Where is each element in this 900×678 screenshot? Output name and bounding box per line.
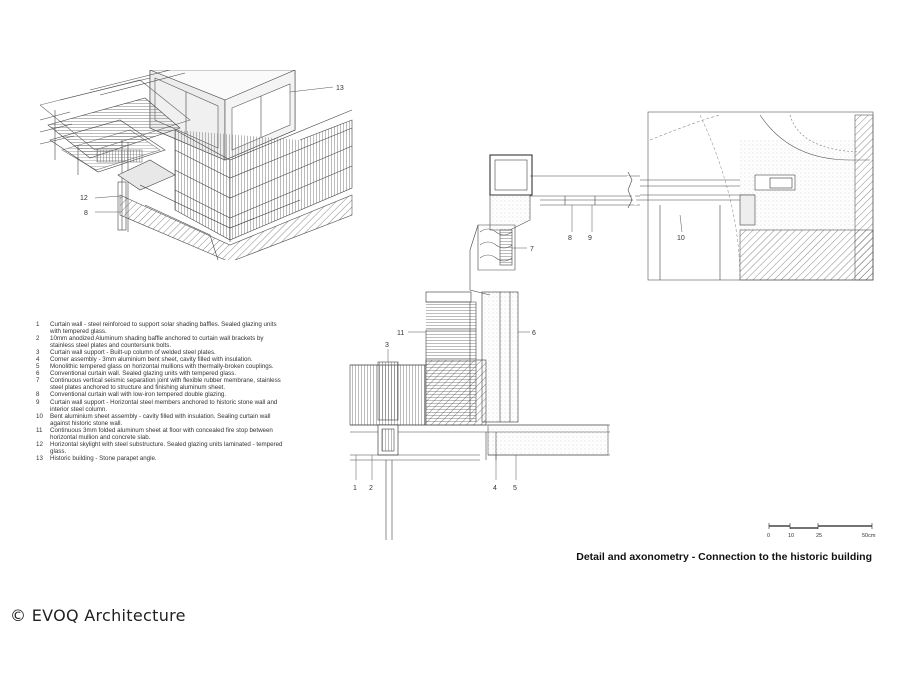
callout-axo-12: 12: [80, 195, 88, 202]
scale-tick-10: 10: [788, 533, 795, 539]
legend-text: 10mm anodized Aluminum shading baffle an…: [50, 335, 264, 350]
legend-text: Horizontal skylight with steel substruct…: [50, 440, 283, 455]
legend-number: 5: [36, 363, 40, 371]
legend-text: Curtain wall - steel reinforced to suppo…: [50, 321, 277, 336]
scale-bar-labels: 0 10 25 50cm: [764, 533, 884, 543]
plan-detail: [349, 111, 874, 540]
scale-tick-0: 0: [767, 533, 771, 539]
legend: 1 Curtain wall - steel reinforced to supp…: [36, 321, 288, 462]
callout-plan-10: 10: [677, 235, 685, 242]
image-credit: © EVOQ Architecture: [10, 606, 186, 625]
scale-tick-50cm: 50cm: [862, 533, 876, 539]
legend-number: 9: [36, 398, 40, 406]
copyright-symbol: ©: [10, 606, 27, 625]
legend-text: Curtain wall support - Horizontal steel …: [50, 398, 278, 413]
callout-axo-13: 13: [336, 85, 344, 92]
legend-item: 13 Historic building - Stone parapet angl…: [36, 455, 288, 462]
legend-text: Corner assembly - 3mm aluminium bent she…: [50, 356, 253, 364]
callout-plan-11: 11: [397, 330, 404, 337]
scale-bar: [768, 523, 873, 529]
legend-item: 3 Curtain wall support - Built-up column …: [36, 349, 288, 356]
legend-text: Conventional curtain wall with low-iron …: [50, 391, 227, 399]
legend-text: Historic building - Stone parapet angle.: [50, 454, 157, 462]
legend-item: 1 Curtain wall - steel reinforced to supp…: [36, 321, 288, 335]
legend-number: 4: [36, 356, 40, 364]
legend-number: 6: [36, 370, 40, 378]
drawing-caption: Detail and axonometry - Connection to th…: [576, 551, 872, 563]
callout-plan-2: 2: [369, 485, 373, 492]
legend-number: 7: [36, 377, 40, 385]
legend-number: 2: [36, 335, 40, 343]
legend-item: 4 Corner assembly - 3mm aluminium bent sh…: [36, 356, 288, 363]
callout-plan-5: 5: [513, 485, 517, 492]
legend-item: 10 Bent aluminium sheet assembly - cavity…: [36, 413, 288, 427]
legend-text: Monolithic tempered glass on horizontal …: [50, 363, 274, 371]
callout-plan-1: 1: [353, 485, 357, 492]
legend-number: 8: [36, 391, 40, 399]
legend-text: Bent aluminium sheet assembly - cavity f…: [50, 412, 271, 427]
callout-plan-7: 7: [530, 246, 534, 253]
legend-text: Curtain wall support - Built-up column o…: [50, 349, 216, 357]
legend-number: 10: [36, 412, 43, 420]
legend-number: 12: [36, 440, 43, 448]
legend-item: 2 10mm anodized Aluminum shading baffle a…: [36, 335, 288, 349]
callout-plan-3: 3: [385, 342, 389, 349]
legend-number: 11: [36, 426, 43, 434]
legend-number: 1: [36, 321, 40, 328]
legend-item: 12 Horizontal skylight with steel substru…: [36, 441, 288, 455]
callout-plan-8: 8: [568, 235, 572, 242]
legend-text: Conventional curtain wall. Sealed glazin…: [50, 370, 237, 378]
callout-axo-8: 8: [84, 210, 88, 217]
legend-number: 13: [36, 454, 43, 462]
callout-plan-4: 4: [493, 485, 497, 492]
legend-item: 6 Conventional curtain wall. Sealed glazi…: [36, 370, 288, 377]
callout-plan-6: 6: [532, 330, 536, 337]
legend-item: 8 Conventional curtain wall with low-iron…: [36, 391, 288, 398]
legend-text: Continuous vertical seismic separation j…: [50, 377, 281, 392]
legend-item: 7 Continuous vertical seismic separation …: [36, 377, 288, 391]
credit-text: EVOQ Architecture: [31, 606, 186, 625]
axo-leaders: [94, 86, 334, 213]
scale-tick-25: 25: [816, 533, 823, 539]
legend-text: Continuous 3mm folded aluminum sheet at …: [50, 426, 273, 441]
legend-item: 11 Continuous 3mm folded aluminum sheet a…: [36, 427, 288, 441]
legend-number: 3: [36, 349, 40, 357]
legend-item: 9 Curtain wall support - Horizontal steel…: [36, 399, 288, 413]
axonometric-view: [40, 70, 353, 260]
legend-item: 5 Monolithic tempered glass on horizontal…: [36, 363, 288, 370]
plan-leaders: [355, 205, 683, 480]
callout-plan-9: 9: [588, 235, 592, 242]
